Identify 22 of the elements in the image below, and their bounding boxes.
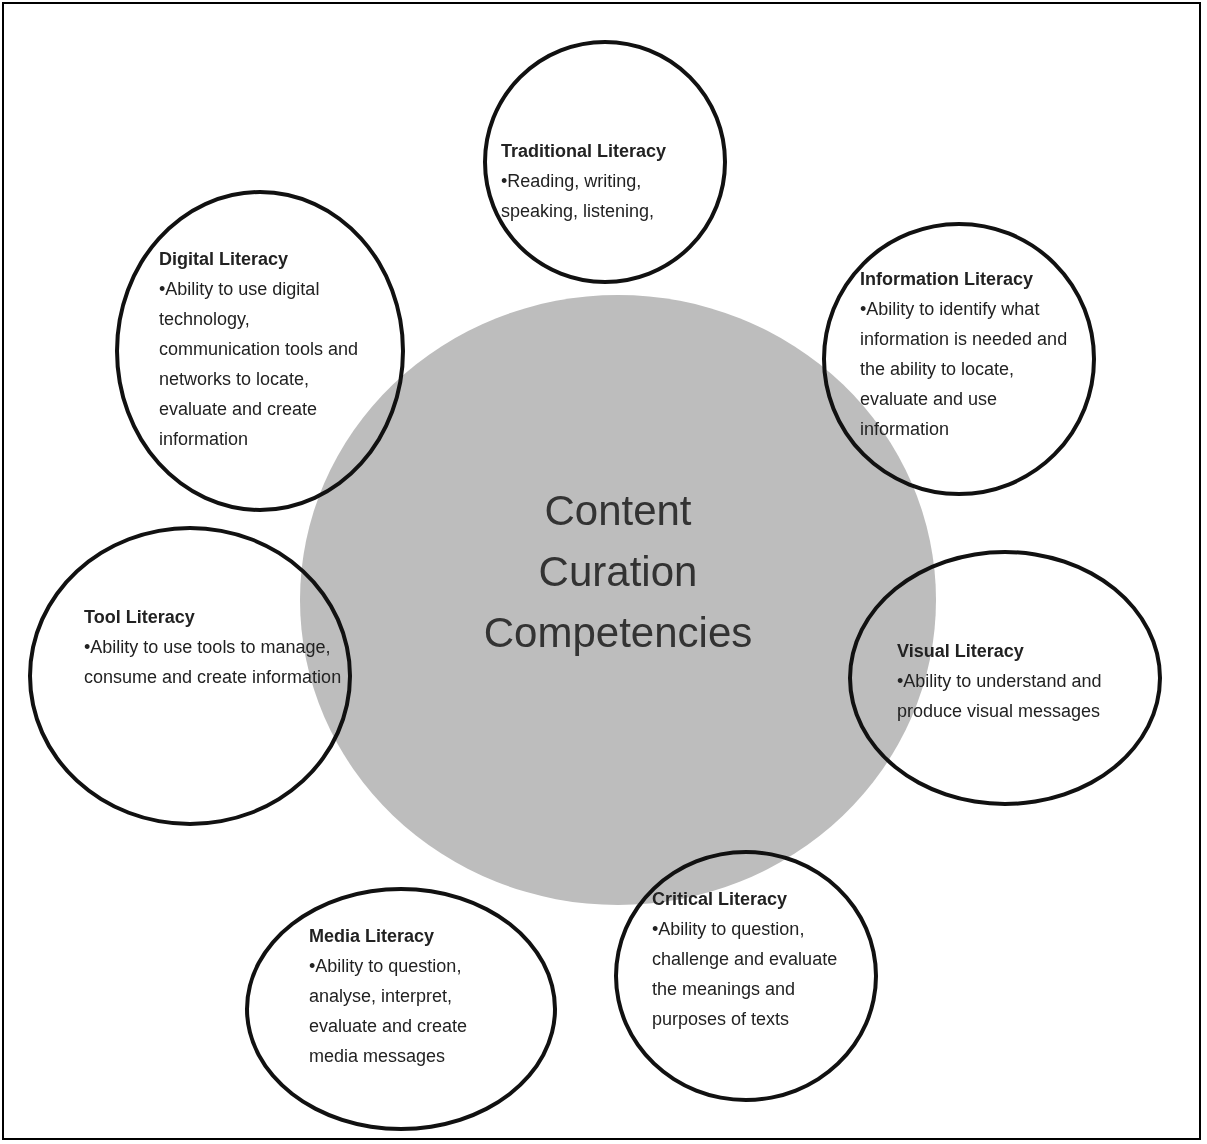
circle-heading: Visual Literacy <box>897 640 1025 663</box>
literacy-circle <box>822 222 1096 496</box>
center-title: Content Curation Competencies <box>482 486 754 658</box>
literacy-circle <box>483 40 727 284</box>
circle-heading: Media Literacy <box>309 925 436 948</box>
circle-heading: Traditional Literacy <box>501 140 668 163</box>
literacy-circle <box>245 887 557 1131</box>
bullet-text: •Reading, writing, speaking, listening, <box>501 170 656 223</box>
circle-heading: Critical Literacy <box>652 888 789 911</box>
circle-heading: Information Literacy <box>860 268 1035 291</box>
literacy-circle <box>115 190 405 512</box>
bullet-text: •Ability to understand and produce visual messages <box>897 670 1103 723</box>
literacy-circle <box>28 526 352 826</box>
literacy-circle <box>614 850 878 1102</box>
bullet-text: •Ability to use digital technology, communication tools and networks to locate, evaluate and create information <box>159 278 360 451</box>
literacy-circle <box>848 550 1162 806</box>
bullet-text: •Ability to identify what information is needed and the ability to locate, evaluate and use information <box>860 298 1069 441</box>
circle-heading: Tool Literacy <box>84 606 196 629</box>
circle-heading: Digital Literacy <box>159 248 290 271</box>
bullet-text: •Ability to question, analyse, interpret, evaluate and create media messages <box>309 955 469 1068</box>
bullet-text: •Ability to use tools to manage, consume and create information <box>84 636 343 689</box>
bullet-text: •Ability to question, challenge and evaluate the meanings and purposes of texts <box>652 918 839 1031</box>
